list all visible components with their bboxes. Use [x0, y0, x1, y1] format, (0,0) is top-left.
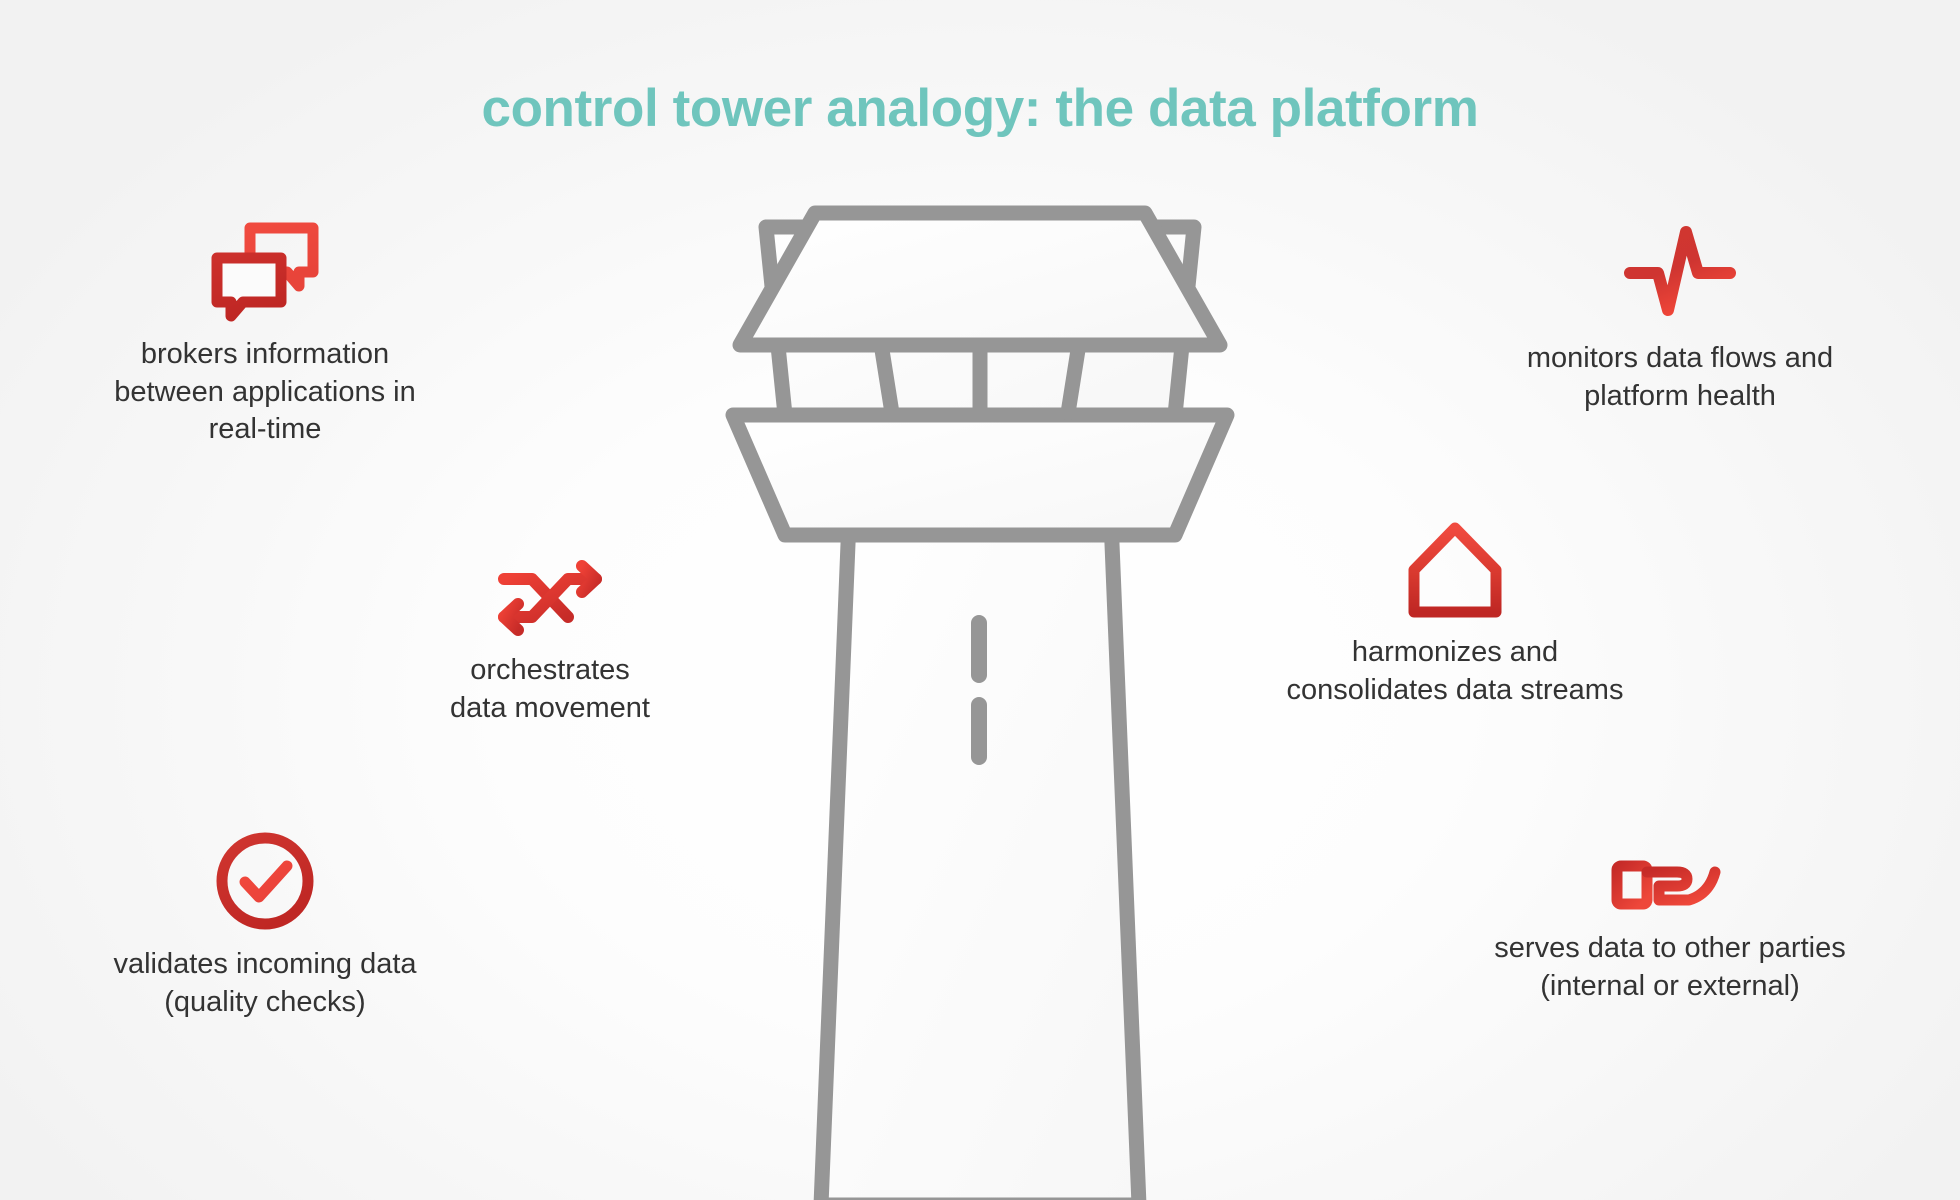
feature-serves-data: serves data to other parties (internal o… — [1430, 840, 1910, 1005]
feature-caption: orchestrates data movement — [450, 654, 650, 724]
feature-caption: validates incoming data (quality checks) — [113, 948, 417, 1018]
feature-orchestrates-data-movement: orchestrates data movement — [350, 560, 750, 727]
feature-caption: monitors data flows and platform health — [1526, 342, 1834, 412]
feature-caption: harmonizes and consolidates data streams — [1286, 636, 1624, 706]
feature-harmonizes-consolidates: harmonizes and consolidates data streams — [1215, 520, 1695, 709]
feature-caption: serves data to other parties (internal o… — [1494, 932, 1846, 1002]
chat-bubbles-icon — [211, 222, 319, 322]
tower-deck-base — [725, 407, 1235, 543]
icon-container — [214, 830, 316, 932]
pulse-line-icon — [1624, 226, 1736, 316]
house-icon — [1408, 522, 1502, 618]
page-title: control tower analogy: the data platform — [481, 79, 1479, 138]
icon-container — [494, 560, 606, 638]
check-circle-icon — [216, 832, 314, 930]
tower-roof — [732, 205, 1228, 353]
shuffle-arrows-icon — [498, 560, 602, 636]
feature-validates-incoming-data: validates incoming data (quality checks) — [20, 830, 510, 1021]
tower-shaft — [813, 487, 1147, 1200]
feature-brokers-information: brokers information between applications… — [30, 222, 500, 449]
feature-monitors-data-flows: monitors data flows and platform health — [1450, 222, 1910, 415]
icon-container — [1611, 840, 1729, 916]
feature-caption: brokers information between applications… — [114, 338, 416, 446]
tower-window-mullions — [874, 342, 1086, 421]
icon-container — [1624, 222, 1736, 326]
control-tower-illustration — [720, 205, 1240, 1200]
serving-hand-icon — [1611, 844, 1721, 910]
icon-container — [209, 222, 321, 322]
icon-container — [1403, 520, 1507, 620]
